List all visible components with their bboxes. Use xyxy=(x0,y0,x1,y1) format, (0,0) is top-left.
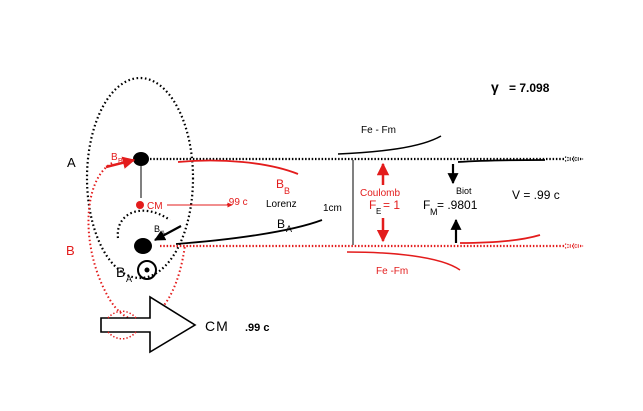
big-arrow-red-arc-top xyxy=(107,310,137,319)
cm-label: CM xyxy=(147,201,163,212)
cm-point xyxy=(136,201,144,209)
coulomb-f: F xyxy=(369,198,376,212)
charge-a-label: A xyxy=(67,155,76,170)
out-of-page-dot xyxy=(144,267,150,273)
gamma-symbol: γ xyxy=(491,79,499,95)
biot-curve-bottom xyxy=(459,234,541,244)
charge-b xyxy=(134,238,152,254)
fe-fm-bottom-curve xyxy=(346,251,461,271)
beam-bottom-arrowhead xyxy=(564,243,584,249)
biot-title: Biot xyxy=(456,186,472,196)
big-arrow-icon xyxy=(100,295,197,354)
gamma-value: = 7.098 xyxy=(509,81,550,95)
ba-bottom-sub: A xyxy=(126,274,132,284)
beam-top-arrowhead xyxy=(564,156,584,162)
charge-b-label: B xyxy=(66,243,75,258)
coulomb-eq: = 1 xyxy=(383,198,400,212)
ba-mid-main: B xyxy=(277,217,285,231)
field-loop-b-red xyxy=(87,162,186,322)
bb-top-arrow xyxy=(105,156,136,169)
field-loop-b-black xyxy=(116,209,171,239)
bb-top-main: B xyxy=(111,152,118,163)
biot-f: F xyxy=(423,198,430,212)
bb-field-curve xyxy=(177,159,299,175)
bb-red-sub: B xyxy=(284,186,290,196)
biot-eq: = .9801 xyxy=(437,198,478,212)
biot-curve-top xyxy=(457,159,546,163)
ba-small-main: B xyxy=(154,224,160,234)
big-arrow-red-arc-bottom xyxy=(107,331,137,340)
fe-fm-bottom-label: Fe -Fm xyxy=(376,266,408,277)
big-arrow-velocity: .99 c xyxy=(245,322,269,334)
cm-velocity-label: .99 c xyxy=(226,197,248,208)
coulomb-title: Coulomb xyxy=(360,188,400,199)
coulomb-sub: E xyxy=(376,207,381,216)
fe-fm-top-label: Fe - Fm xyxy=(361,125,396,136)
bb-red-main: B xyxy=(276,177,284,191)
ba-field-curve xyxy=(175,219,323,245)
lorenz-label: Lorenz xyxy=(266,199,297,210)
velocity-label: V = .99 c xyxy=(512,188,560,202)
biot-sub: M xyxy=(430,207,438,217)
bb-top-sub: B xyxy=(118,158,123,165)
field-loop-a-black xyxy=(85,76,195,280)
distance-label: 1cm xyxy=(323,203,342,214)
fe-fm-top-curve xyxy=(337,135,442,155)
ba-bottom-main: B xyxy=(116,264,125,280)
big-arrow-label: CM xyxy=(205,318,229,334)
charge-a xyxy=(133,152,149,166)
ba-mid-sub: A xyxy=(286,224,292,234)
out-of-page-symbol-icon xyxy=(137,260,157,280)
ba-small-arrow xyxy=(154,225,182,241)
